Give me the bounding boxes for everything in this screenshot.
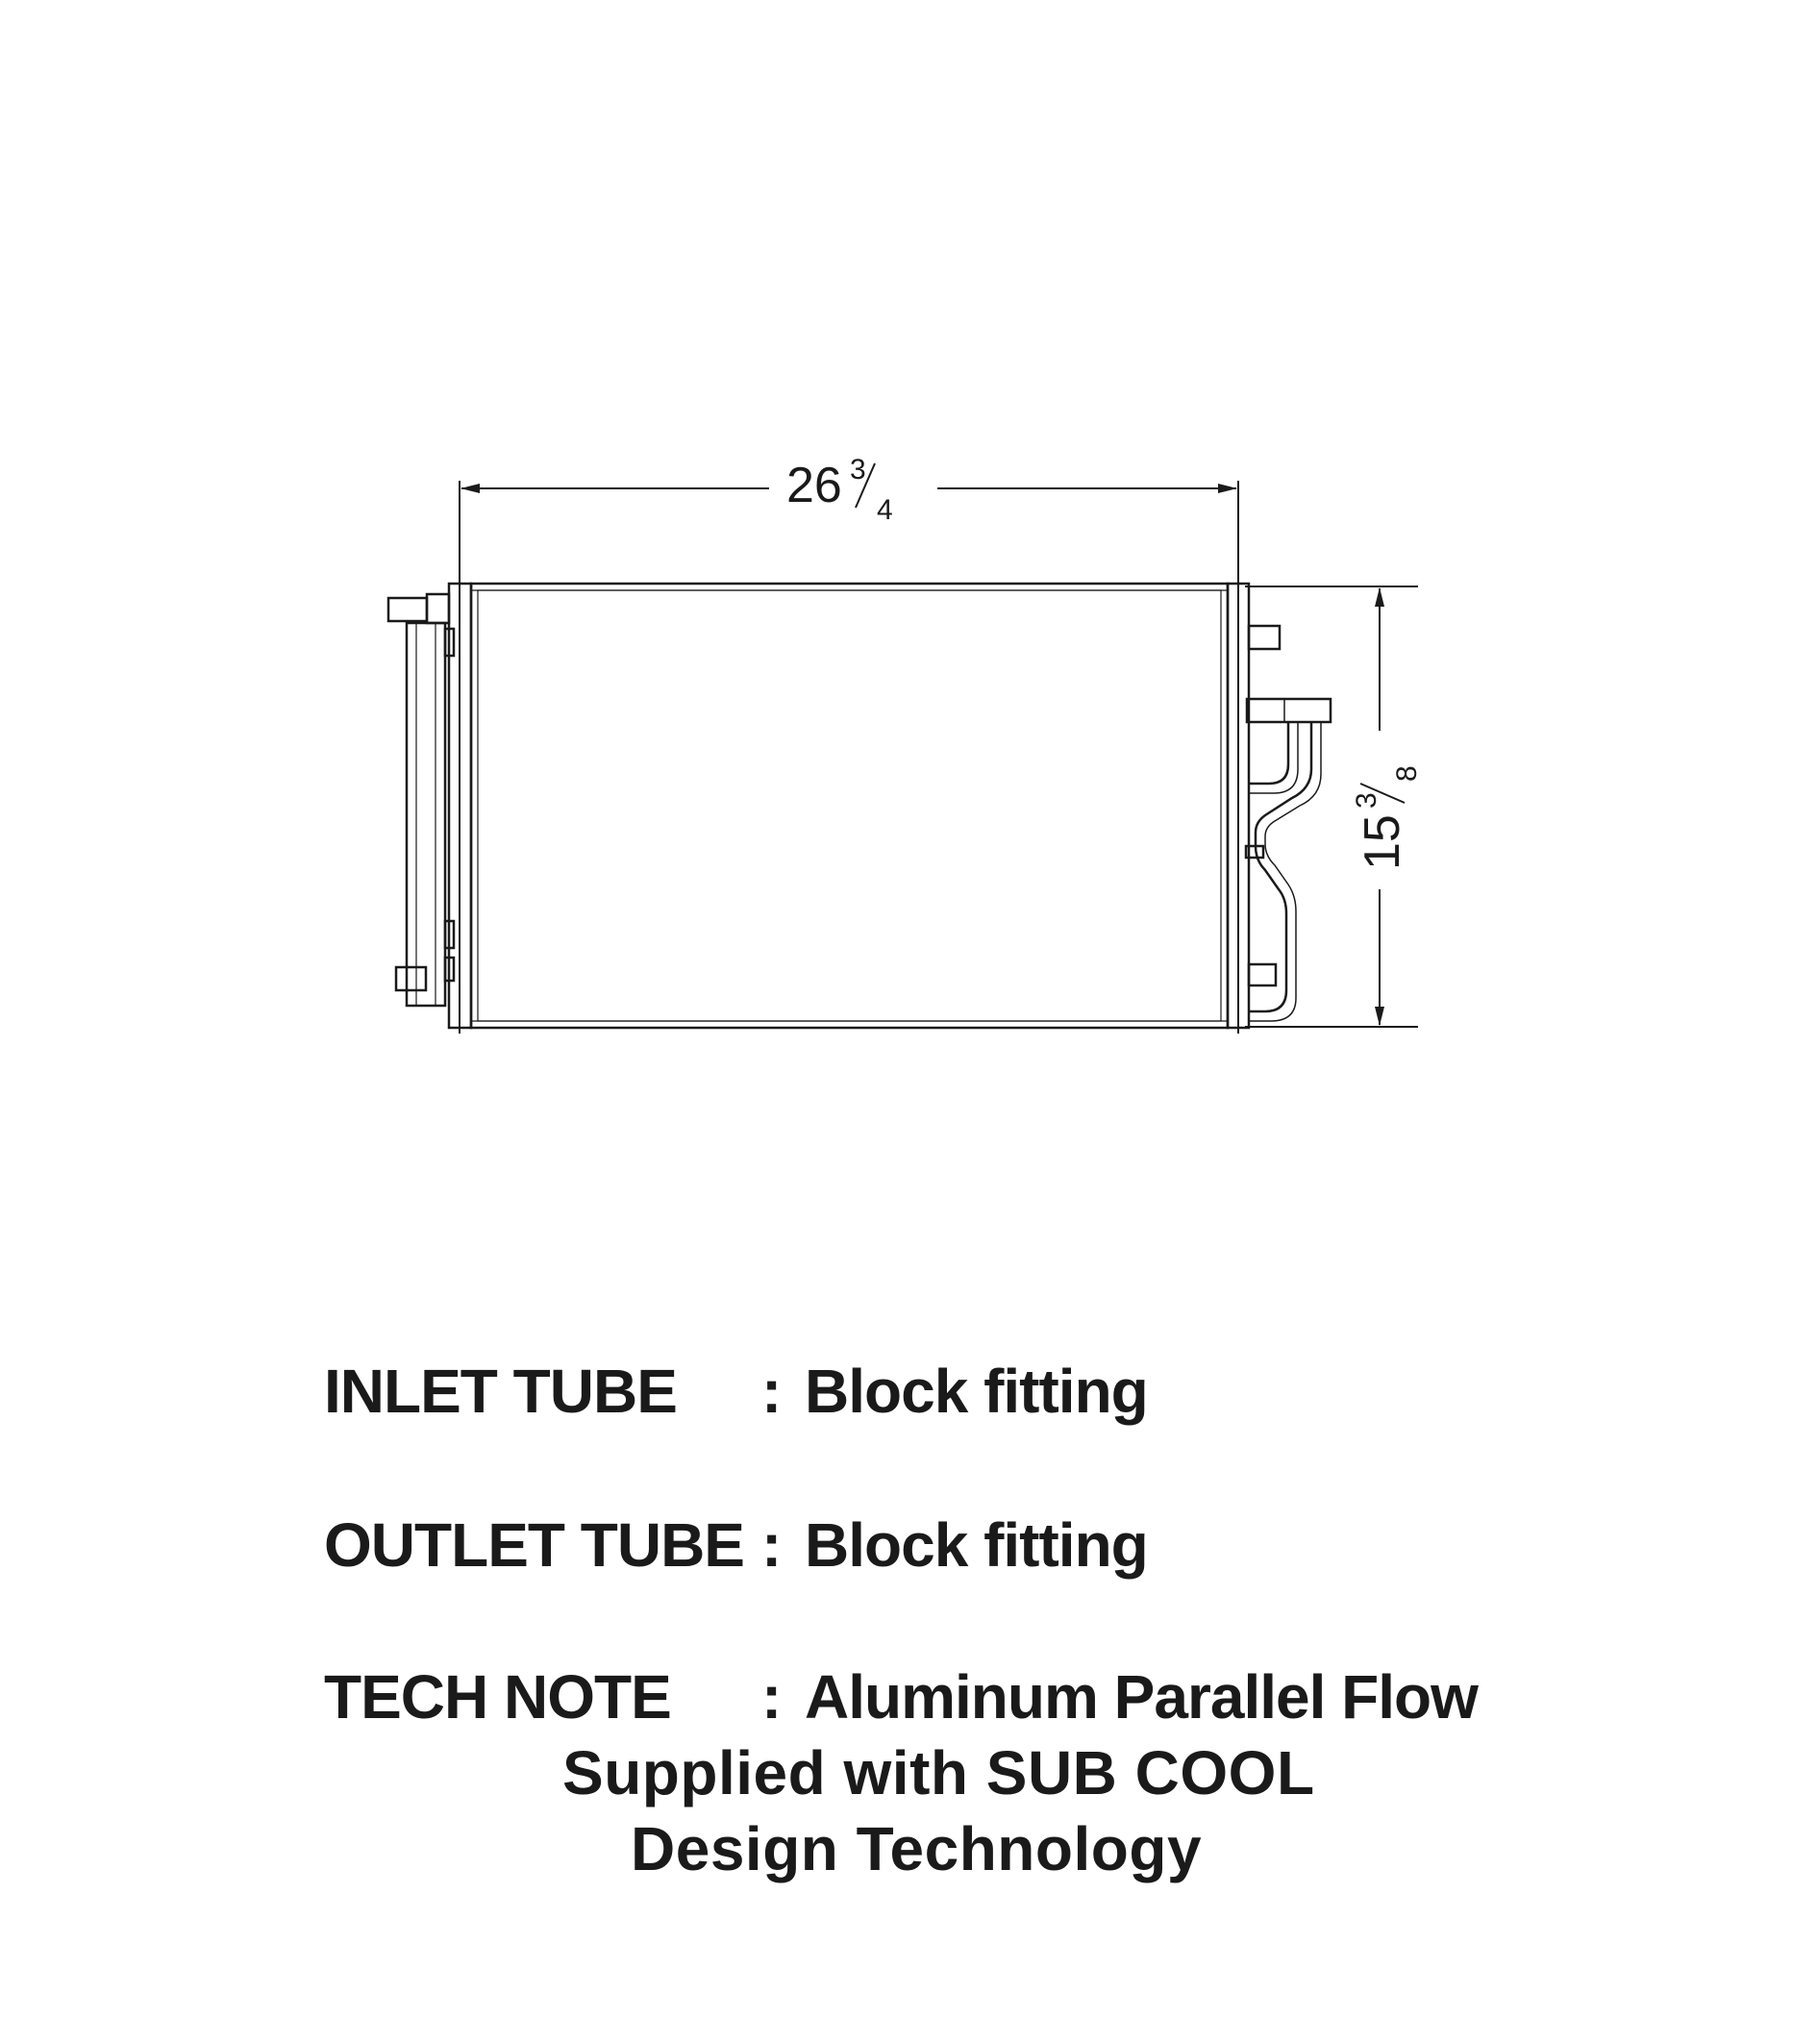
spec-label: INLET TUBE <box>324 1357 678 1426</box>
spec-value: Block fitting <box>805 1510 1149 1580</box>
inlet-block-fitting <box>1245 697 1332 724</box>
drier-top-fitting <box>425 592 451 625</box>
drier-bottom-cap <box>394 965 428 992</box>
outlet-line <box>1249 722 1313 1013</box>
spec-value: Aluminum Parallel Flow <box>805 1662 1479 1732</box>
left-header-tank <box>447 582 473 1030</box>
width-dimension-label: 26 3 4 <box>786 454 893 526</box>
tech-note-line-3: Design Technology <box>631 1814 1203 1883</box>
receiver-drier <box>386 592 456 1008</box>
spec-colon: : <box>761 1510 782 1580</box>
spec-colon: : <box>761 1662 782 1732</box>
bracket-lower-a <box>443 919 456 950</box>
tech-note-line-2: Supplied with SUB COOL <box>562 1738 1315 1807</box>
mount-bracket-top <box>1247 624 1282 651</box>
inlet-line <box>1249 722 1290 785</box>
spec-label: TECH NOTE <box>324 1662 672 1732</box>
mount-bracket-bottom <box>1247 962 1278 987</box>
width-whole: 26 <box>786 458 842 513</box>
width-denominator: 4 <box>877 494 893 526</box>
width-dimension <box>459 481 1239 1034</box>
drier-top-cap <box>386 596 429 623</box>
bracket-upper <box>443 627 456 658</box>
condenser-core <box>469 582 1230 1030</box>
bracket-lower-b <box>443 956 456 983</box>
height-denominator: 8 <box>1391 765 1423 782</box>
right-header-tank <box>1226 582 1251 1030</box>
height-dimension <box>1245 586 1418 1028</box>
spec-label: OUTLET TUBE <box>324 1510 745 1580</box>
height-whole: 15 <box>1355 814 1410 870</box>
height-numerator: 3 <box>1351 792 1382 809</box>
spec-colon: : <box>761 1357 782 1426</box>
height-dimension-label: 15 3 8 <box>1351 765 1423 870</box>
width-numerator: 3 <box>850 454 866 486</box>
line-clamp <box>1244 844 1265 860</box>
spec-value: Block fitting <box>805 1357 1149 1426</box>
right-fittings <box>1244 624 1332 1022</box>
